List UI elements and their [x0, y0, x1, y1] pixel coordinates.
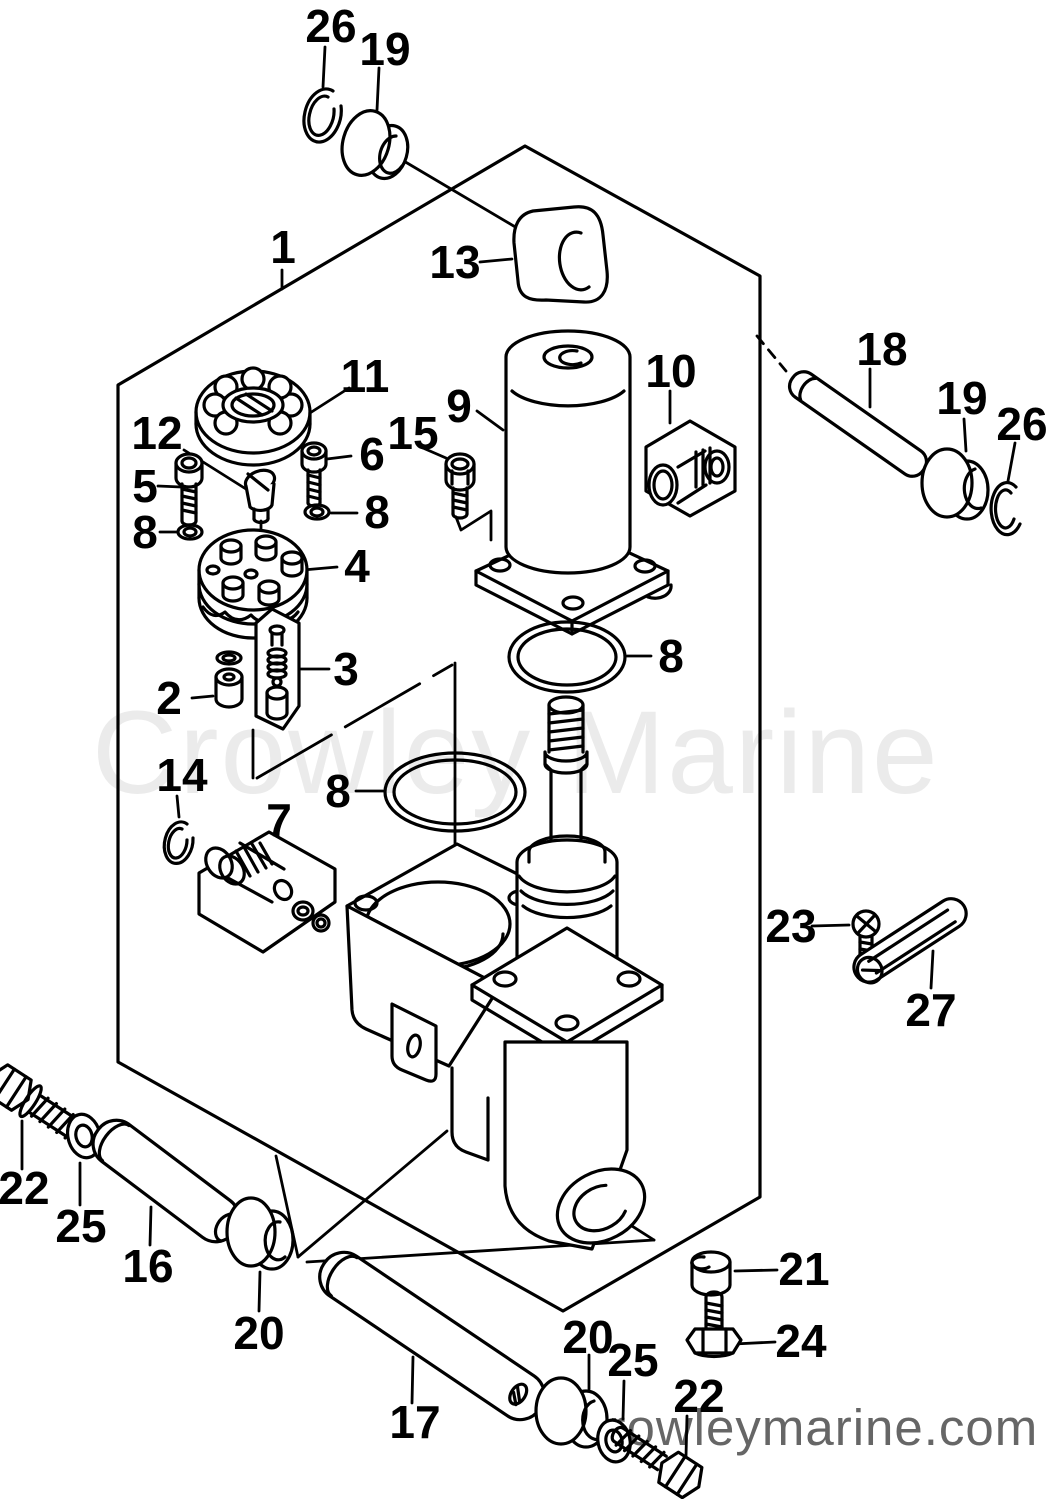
callout-labels: 1 2 3 4 5 6 7 8 8 8 8 9 10 11 12 13 14 1…: [0, 0, 1047, 1448]
part-24-bolt: [685, 1290, 743, 1359]
part-19-bushing-left: [340, 109, 410, 181]
part-21-cap-nut: [690, 1250, 732, 1297]
callout-15: 15: [387, 407, 438, 459]
callout-20-right: 20: [562, 1311, 613, 1363]
callout-9: 9: [446, 380, 472, 432]
callout-11: 11: [341, 350, 390, 402]
callout-8-right: 8: [364, 486, 390, 538]
part-19-bushing-right: [920, 447, 990, 521]
callout-25-left: 25: [55, 1200, 106, 1252]
part-15-screw: [444, 452, 476, 520]
part-11-pump-rotor-disc: [194, 366, 312, 467]
callout-8-top: 8: [658, 630, 684, 682]
callout-10: 10: [645, 345, 696, 397]
part-5-screw: [174, 452, 204, 527]
part-22-bolt-right: [610, 1425, 704, 1499]
callout-23: 23: [765, 900, 816, 952]
part-3-valve-kit: [254, 607, 301, 731]
part-20-bushing-right: [534, 1376, 609, 1449]
part-14-snap-ring: [162, 820, 195, 865]
part-6-screw: [300, 441, 328, 508]
part-16-spacer-tube: [91, 1118, 241, 1244]
part-12-plunger: [243, 468, 277, 525]
part-27-lever: [852, 897, 968, 985]
part-20-bushing-left: [225, 1196, 295, 1271]
callout-3: 3: [333, 643, 359, 695]
callout-2: 2: [156, 672, 182, 724]
part-7-valve-assembly: [197, 830, 337, 954]
callout-6: 6: [359, 428, 385, 480]
part-10-fitting: [644, 419, 737, 518]
part-2-coupler: [214, 650, 244, 709]
callout-5: 5: [132, 460, 158, 512]
callout-26-right: 26: [996, 398, 1047, 450]
callout-18: 18: [856, 323, 907, 375]
part-26-snap-ring-right: [989, 481, 1022, 537]
callout-22-right: 22: [673, 1370, 724, 1422]
callout-7: 7: [266, 794, 292, 846]
part-18-pin: [787, 370, 929, 478]
leader-lines: [20, 45, 1017, 1458]
part-1-housing-outline: [116, 144, 762, 1313]
part-8-oring-top: [507, 620, 627, 694]
callout-12: 12: [131, 407, 182, 459]
part-26-snap-ring-left: [302, 87, 343, 144]
part-8-oring-mid: [383, 751, 527, 833]
callout-17: 17: [389, 1396, 440, 1448]
part-8-oring-small-right: [303, 503, 331, 521]
callout-22-left: 22: [0, 1162, 50, 1214]
watermark-footer: crowleymarine.com: [582, 1399, 1038, 1456]
callout-27: 27: [905, 984, 956, 1036]
callout-4: 4: [344, 540, 370, 592]
callout-14: 14: [156, 749, 208, 801]
callout-26-left: 26: [305, 0, 356, 52]
callout-24: 24: [775, 1315, 827, 1367]
part-8-oring-small-left: [176, 523, 204, 541]
part-9-motor: [474, 329, 673, 636]
callout-25-right: 25: [607, 1334, 658, 1386]
part-cylinder-rod-assembly: [470, 695, 664, 1251]
callout-16: 16: [122, 1240, 173, 1292]
callout-19-left: 19: [359, 23, 410, 75]
part-13-cap: [512, 205, 609, 304]
part-4-pump-assembly: [197, 528, 309, 640]
callout-8-mid: 8: [325, 765, 351, 817]
callout-19-right: 19: [936, 372, 987, 424]
callout-13: 13: [429, 236, 480, 288]
callout-8-left: 8: [132, 506, 158, 558]
callout-20-left: 20: [233, 1307, 284, 1359]
callout-21: 21: [778, 1243, 829, 1295]
callout-1: 1: [270, 221, 296, 273]
